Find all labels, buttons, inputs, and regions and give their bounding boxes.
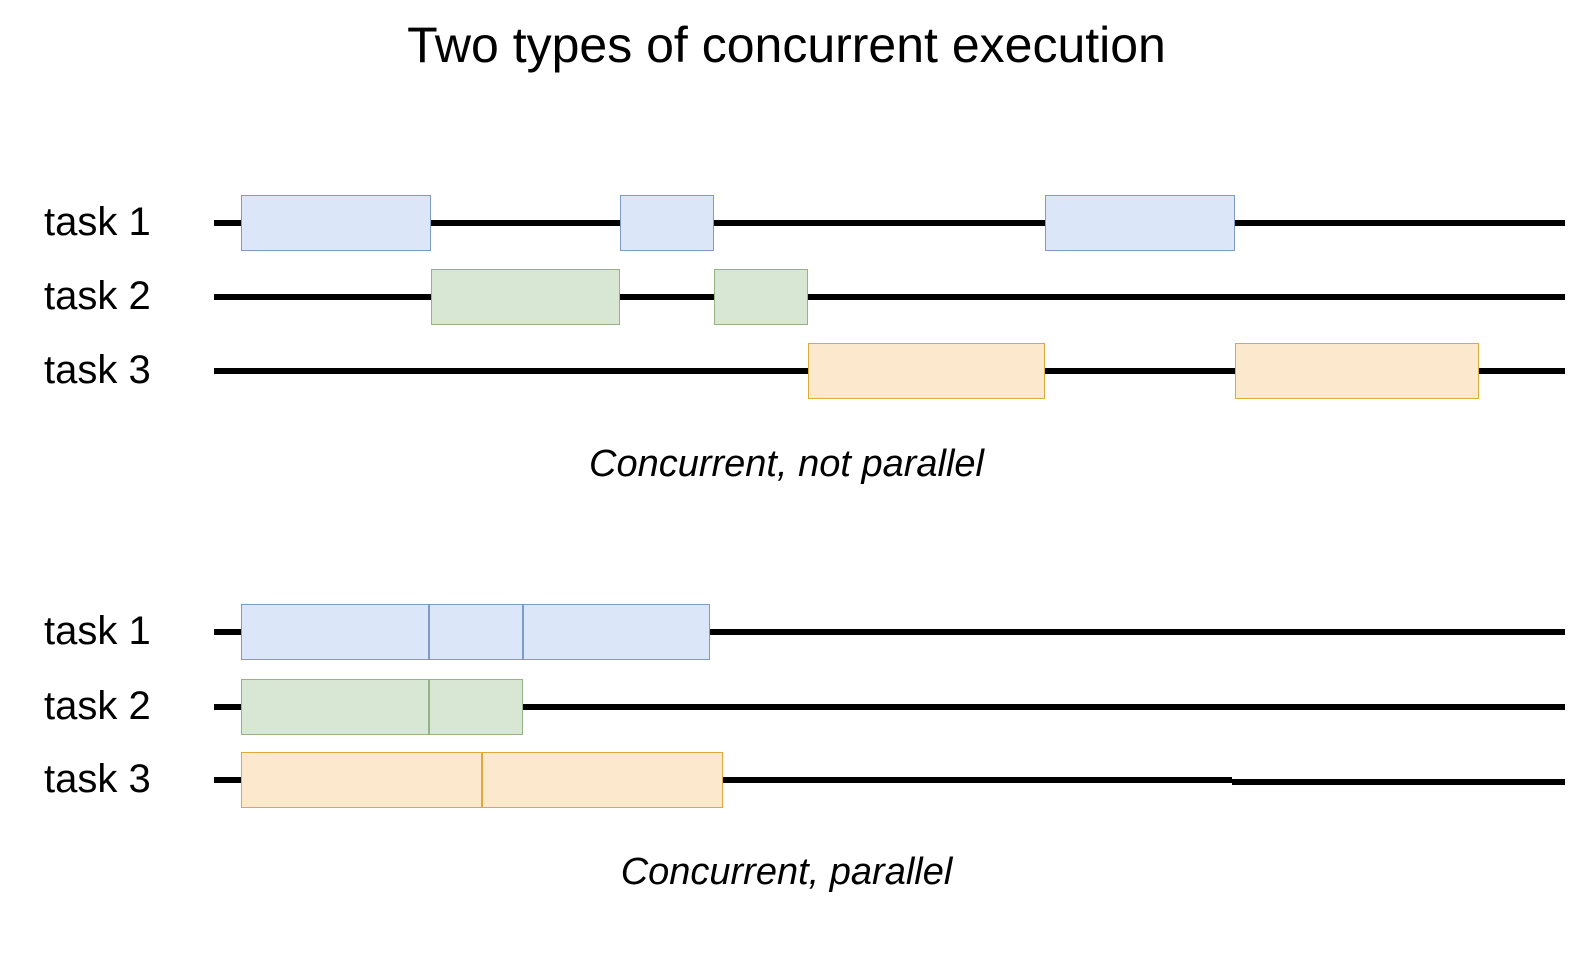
task-label: task 2 [44, 684, 151, 728]
execution-block-orange [482, 752, 723, 808]
execution-block-blue [523, 604, 710, 660]
task-timeline-line [214, 294, 1565, 300]
task-timeline-line [214, 220, 1565, 226]
execution-block-blue [429, 604, 523, 660]
diagram-caption: Concurrent, not parallel [589, 443, 984, 485]
execution-block-green [714, 269, 808, 325]
task-label: task 2 [44, 274, 151, 318]
task-label: task 3 [44, 348, 151, 392]
task-timeline-line [1232, 779, 1565, 785]
execution-block-blue [620, 195, 714, 251]
execution-block-blue [241, 604, 429, 660]
execution-block-green [429, 679, 523, 735]
execution-block-green [241, 679, 429, 735]
execution-block-orange [241, 752, 482, 808]
task-timeline-line [214, 704, 1565, 710]
task-timeline-line [214, 777, 1232, 783]
diagram-caption: Concurrent, parallel [620, 851, 953, 893]
task-timeline-line [214, 629, 1565, 635]
diagram-title: Two types of concurrent execution [407, 17, 1166, 73]
task-label: task 1 [44, 609, 151, 653]
execution-block-green [431, 269, 620, 325]
task-label: task 3 [44, 757, 151, 801]
task-label: task 1 [44, 200, 151, 244]
execution-block-orange [808, 343, 1045, 399]
execution-block-blue [1045, 195, 1235, 251]
execution-block-orange [1235, 343, 1479, 399]
execution-block-blue [241, 195, 431, 251]
